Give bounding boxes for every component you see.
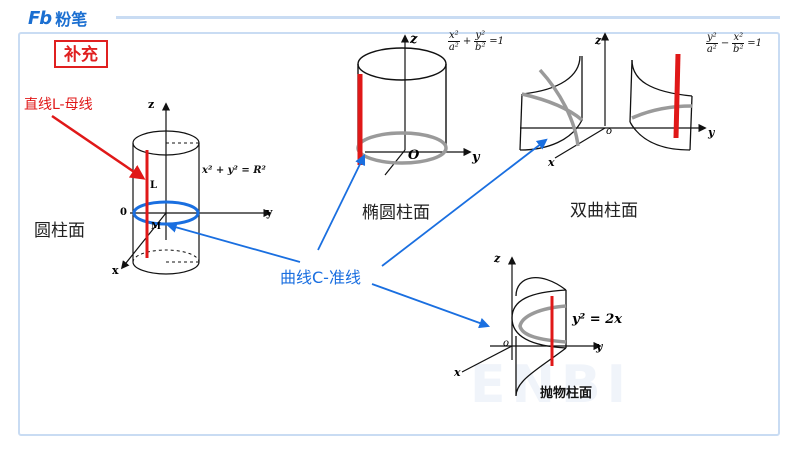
parabolic-axis-y: y	[596, 340, 603, 353]
directrix-arrow-circular	[165, 222, 301, 263]
directrix-arrow-elliptic	[317, 154, 366, 251]
circular-point-label: M	[151, 222, 161, 232]
circ-x-axis	[120, 212, 167, 270]
parabolic-origin: o	[503, 338, 510, 349]
circular-axis-x: x	[112, 264, 119, 277]
parabolic-axis-z: z	[494, 252, 501, 265]
directrix-label: 曲线C-准线	[280, 268, 361, 287]
elliptic-caption: 椭圆柱面	[362, 203, 430, 223]
hyperbolic-axis-x: x	[548, 156, 555, 169]
parabolic-caption: 抛物柱面	[540, 386, 593, 401]
logo-mark: Fb	[28, 7, 52, 29]
hyperbolic-cylinder	[519, 32, 707, 159]
slide-frame	[18, 32, 780, 436]
circular-caption: 圆柱面	[34, 221, 85, 241]
brand-logo: Fb 粉笔	[28, 6, 87, 30]
hyperbolic-axis-y: y	[708, 126, 715, 139]
hyperbolic-origin: o	[606, 126, 613, 137]
circular-line-label: L	[150, 180, 158, 191]
circular-axis-y: y	[266, 206, 273, 219]
elliptic-cylinder	[356, 34, 472, 176]
generatrix-label: 直线L-母线	[24, 97, 93, 113]
elliptic-axis-z: z	[410, 32, 418, 47]
hyperbolic-axis-z: z	[595, 34, 602, 47]
logo-text: 粉笔	[55, 10, 88, 29]
circular-axis-z: z	[148, 98, 155, 111]
circular-origin: 0	[120, 207, 127, 218]
circular-equation: x² + y² = R²	[202, 165, 266, 176]
directrix-arrow-hyperbolic	[381, 138, 548, 267]
elliptic-origin: O	[408, 148, 420, 163]
hyperbolic-caption: 双曲柱面	[570, 201, 638, 221]
parabolic-axis-x: x	[454, 366, 461, 379]
supplement-badge: 补充	[54, 40, 108, 68]
watermark: ENBI	[470, 355, 633, 415]
parabolic-cylinder	[461, 256, 602, 397]
header-divider	[116, 16, 780, 19]
parabolic-equation: y² = 2x	[572, 312, 622, 327]
directrix-arrow-parabolic	[371, 283, 491, 329]
circular-cylinder	[120, 102, 272, 275]
elliptic-axis-y: y	[472, 150, 480, 165]
generatrix-pointer-arrow	[51, 114, 146, 180]
